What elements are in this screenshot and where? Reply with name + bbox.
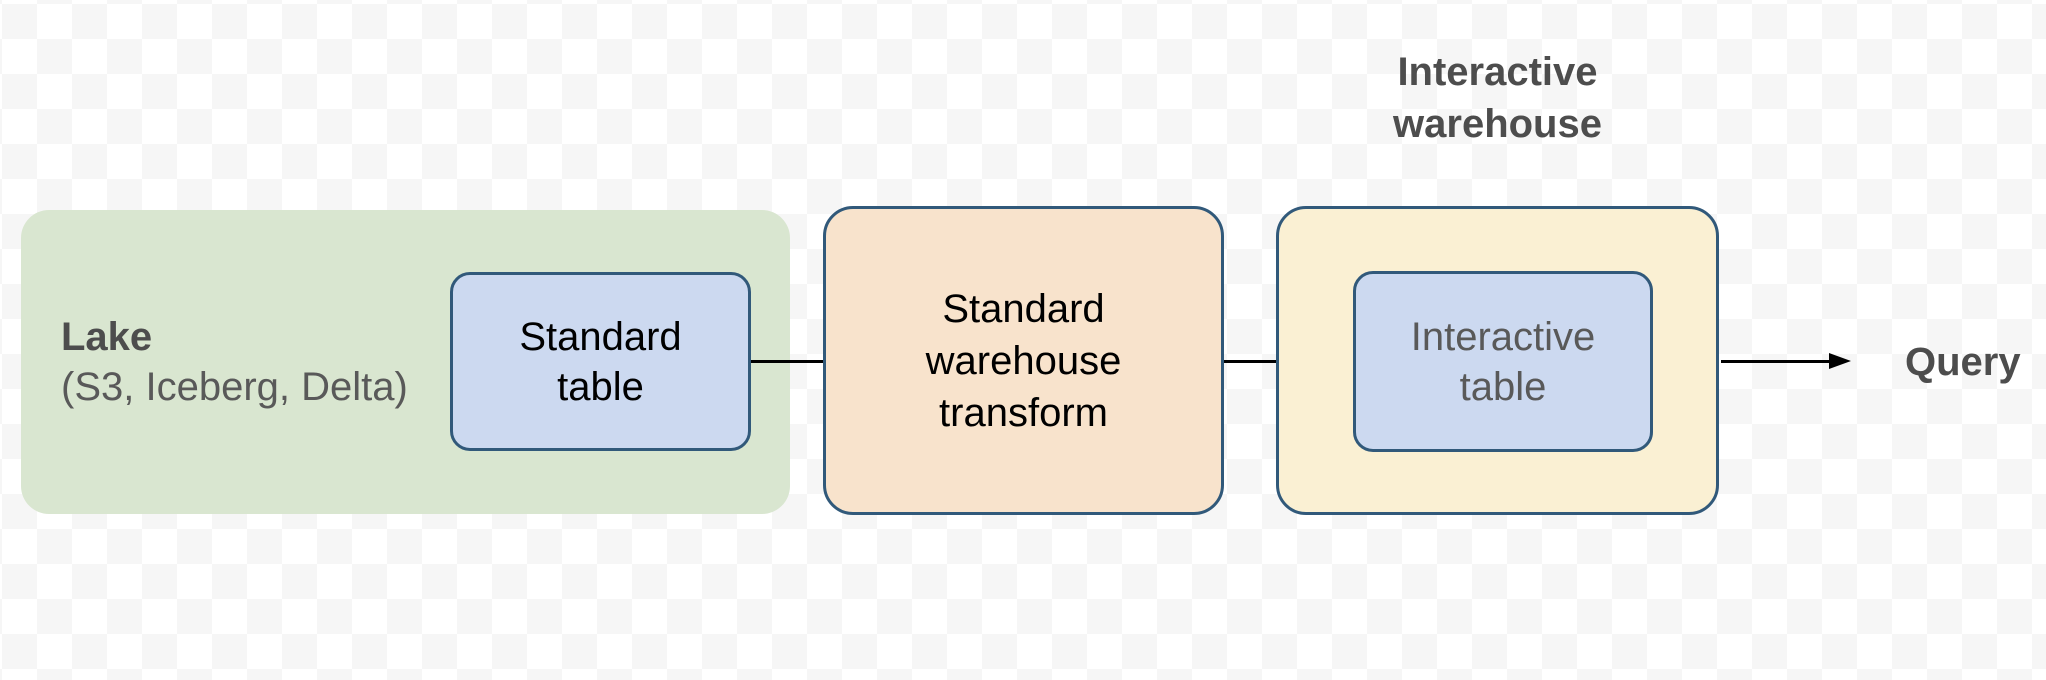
interactive-table-node[interactable]: Interactive table bbox=[1353, 271, 1653, 452]
standard-table-node[interactable]: Standard table bbox=[450, 272, 751, 451]
lake-label: Lake (S3, Iceberg, Delta) bbox=[61, 312, 408, 412]
interactive-table-label-line2: table bbox=[1459, 364, 1547, 409]
standard-table-label-line2: table bbox=[557, 364, 644, 409]
query-label[interactable]: Query bbox=[1905, 340, 2021, 384]
interactive-warehouse-label[interactable]: Interactive warehouse bbox=[1276, 46, 1719, 150]
connector-warehouse-to-query[interactable] bbox=[1721, 360, 1829, 363]
lake-subtitle: (S3, Iceberg, Delta) bbox=[61, 365, 408, 409]
standard-table-label-line1: Standard bbox=[519, 314, 682, 359]
transform-label-line2: warehouse bbox=[925, 338, 1122, 383]
transform-label-line1: Standard bbox=[942, 286, 1105, 331]
interactive-warehouse-label-line2: warehouse bbox=[1393, 102, 1602, 146]
interactive-table-label-line1: Interactive bbox=[1410, 314, 1596, 359]
standard-warehouse-transform-node[interactable]: Standard warehouse transform bbox=[823, 206, 1224, 515]
lake-title: Lake bbox=[61, 315, 153, 359]
interactive-warehouse-label-line1: Interactive bbox=[1397, 50, 1598, 94]
arrowhead-into-query bbox=[1829, 353, 1851, 369]
connector-standard-table-to-transform[interactable] bbox=[751, 360, 823, 363]
transform-label-line3: transform bbox=[939, 390, 1108, 435]
